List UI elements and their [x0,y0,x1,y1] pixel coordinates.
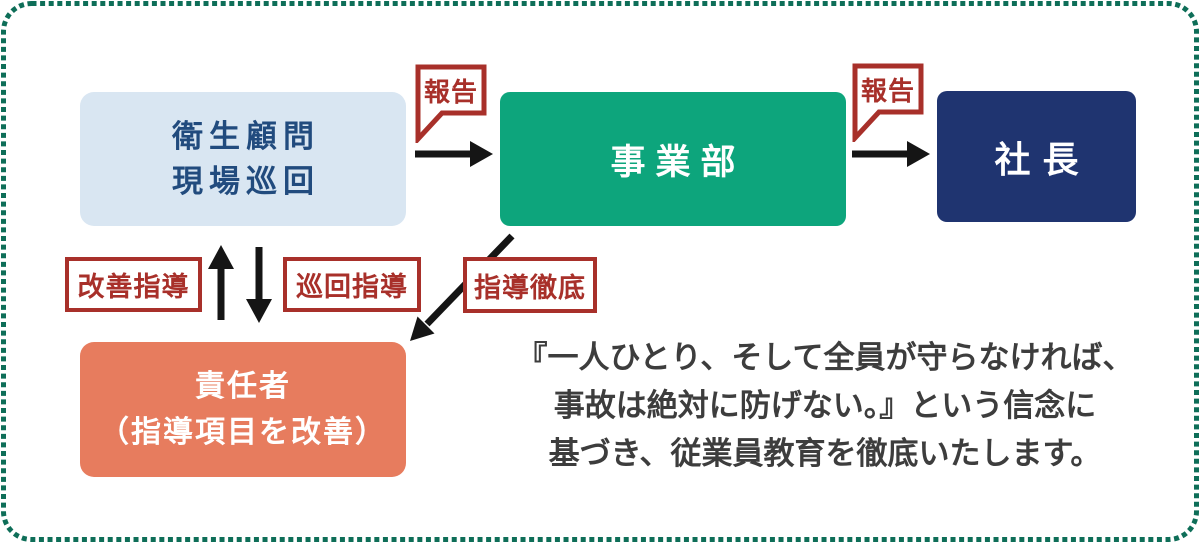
speech-bubble-icon [415,64,487,143]
thorough-guidance-tag: 指導徹底 [463,257,597,313]
belief-statement-line3: 基づき、従業員教育を徹底いたします。 [548,436,1102,471]
patrol-guidance-tag: 巡回指導 [283,257,421,312]
improvement-guidance-tag: 改善指導 [65,257,202,312]
belief-statement-line1: 『一人ひとり、そして全員が守らなければ、 [516,340,1134,375]
report-arrow-right-1-icon [415,141,493,167]
hygiene-advisor-box: 衛生顧問 現場巡回 [80,92,406,226]
hygiene-advisor-line2: 現場巡回 [172,164,320,199]
belief-statement: 『一人ひとり、そして全員が守らなければ、 事故は絶対に防げない。』という信念に … [475,334,1175,478]
hygiene-advisor-line1: 衛生顧問 [172,119,320,154]
report-callout-2-label: 報告 [860,75,915,106]
business-division-box: 事業部 [500,92,846,226]
report-callout-1-label: 報告 [423,76,478,107]
report-arrow-right-2-icon [852,141,930,167]
improvement-arrow-up-icon [208,245,234,320]
manager-line1: 責任者 [195,369,291,403]
belief-statement-line2: 事故は絶対に防げない。』という信念に [553,388,1097,423]
report-callout-2: 報告 [851,62,925,142]
business-division-label: 事業部 [610,142,746,182]
patrol-arrow-down-icon [246,247,272,323]
manager-box: 責任者 （指導項目を改善） [80,342,406,477]
report-callout-1: 報告 [414,63,488,143]
president-box: 社長 [937,91,1136,222]
president-label: 社長 [994,138,1091,180]
manager-line2: （指導項目を改善） [99,415,387,449]
speech-bubble-icon [852,63,924,142]
